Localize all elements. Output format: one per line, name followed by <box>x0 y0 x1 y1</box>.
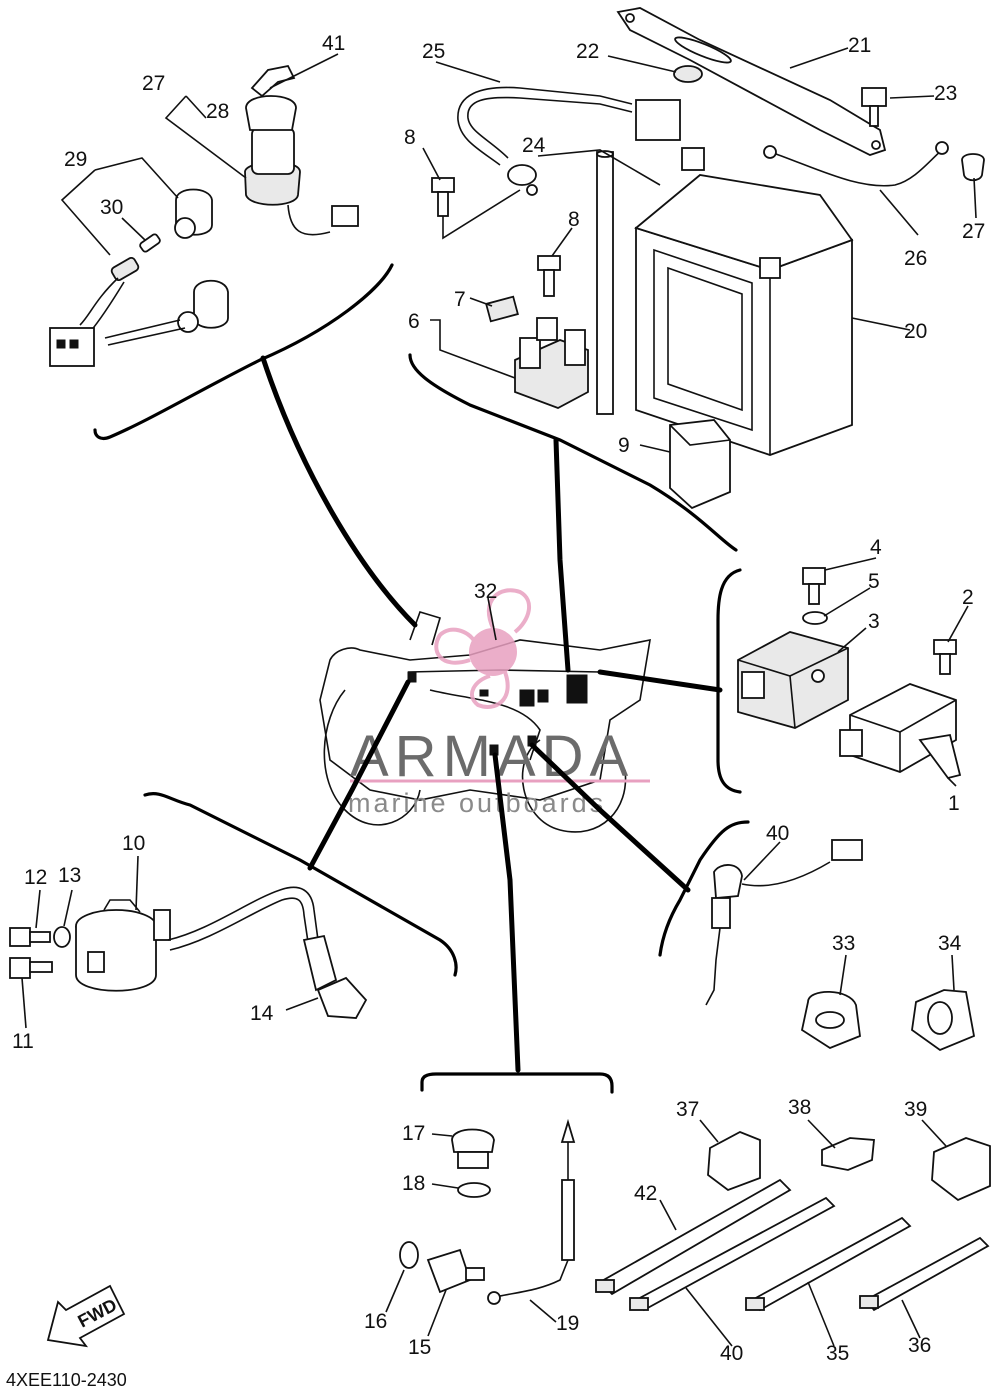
callout-3: 3 <box>868 610 880 633</box>
watermark: ARMADA marine outboards <box>348 588 650 818</box>
clamp-38 <box>821 1137 875 1171</box>
watermark-tagline: marine outboards <box>348 788 606 818</box>
callout-21: 21 <box>848 34 871 57</box>
callout-36: 36 <box>908 1334 931 1357</box>
callout-2: 2 <box>962 586 974 609</box>
callout-28: 27 <box>142 72 165 95</box>
washer-13 <box>53 926 71 948</box>
callout-31: 30 <box>100 196 123 219</box>
washer-16 <box>399 1241 419 1269</box>
callout-42: 42 <box>634 1182 657 1205</box>
callout-4: 4 <box>870 536 882 559</box>
bolt-11 <box>9 957 53 979</box>
neutral-switch-41 <box>705 839 863 1006</box>
thermo-switch-17 <box>451 1128 495 1169</box>
cap-27 <box>961 153 985 182</box>
callout-26: 26 <box>904 247 927 270</box>
callout-37: 37 <box>676 1098 699 1121</box>
callout-19: 19 <box>556 1312 579 1335</box>
callout-17: 17 <box>402 1122 425 1145</box>
cdi-unit <box>839 683 962 780</box>
switch-lead-assembly <box>49 188 229 367</box>
positive-lead-25 <box>457 86 681 196</box>
diagram-code: 4XEE110-2430 <box>6 1370 127 1390</box>
o-ring-18 <box>457 1182 491 1198</box>
cable-tie-42 <box>595 1178 792 1296</box>
callout-10: 10 <box>122 832 145 855</box>
ignition-coil <box>75 886 368 1019</box>
callout-33: 33 <box>832 932 855 955</box>
bolt-8a <box>431 177 521 240</box>
callout-43: 41 <box>322 32 345 55</box>
callout-34: 34 <box>938 932 962 955</box>
callout-12: 12 <box>24 866 47 889</box>
callout-6: 6 <box>408 310 420 333</box>
callout-13: 13 <box>58 864 81 887</box>
group-leaders <box>260 355 723 1073</box>
callout-32: 32 <box>474 580 497 603</box>
cable-tie-36 <box>859 1236 990 1312</box>
battery <box>634 147 854 456</box>
callout-25: 25 <box>422 40 445 63</box>
callout-15: 15 <box>408 1336 431 1359</box>
callout-5: 5 <box>868 570 880 593</box>
clamp-39 <box>931 1137 991 1202</box>
group-brackets <box>93 263 750 1094</box>
callout-1: 1 <box>948 792 960 815</box>
bolt-2 <box>933 639 957 675</box>
callout-39: 39 <box>904 1098 927 1121</box>
clamp-34 <box>911 989 976 1052</box>
rectifier-regulator <box>737 631 849 729</box>
callout-8b: 8 <box>568 208 580 231</box>
callout-20: 20 <box>904 320 927 343</box>
callout-40: 40 <box>720 1342 743 1365</box>
battery-cover-cap <box>673 65 703 83</box>
oil-switch-15 <box>426 1248 485 1294</box>
callout-16: 16 <box>364 1310 387 1333</box>
callout-38: 38 <box>788 1096 811 1119</box>
cable-tie-35 <box>745 1216 912 1312</box>
battery-band <box>616 7 887 156</box>
callout-9: 9 <box>618 434 630 457</box>
lead-19 <box>487 1118 576 1305</box>
callout-leaders <box>21 47 977 1347</box>
callout-14: 14 <box>250 1002 274 1025</box>
clamp-33 <box>800 990 861 1050</box>
callout-7: 7 <box>454 288 466 311</box>
tube-24 <box>596 150 614 415</box>
clamp-37 <box>707 1131 761 1192</box>
callout-labels: 41 27 28 29 30 25 22 21 23 24 8 8 7 6 9 … <box>12 32 985 1365</box>
bolt-8b <box>537 255 561 297</box>
callout-29: 28 <box>206 100 229 123</box>
callout-23: 23 <box>934 82 957 105</box>
fuse-7 <box>485 295 519 323</box>
negative-lead-26 <box>763 141 949 187</box>
callout-41: 40 <box>766 822 789 845</box>
cable-tie-40 <box>629 1196 836 1312</box>
bolt-23 <box>861 87 887 127</box>
callout-11: 11 <box>12 1030 34 1053</box>
starter-relay <box>514 317 589 409</box>
main-switch-assembly <box>244 64 359 236</box>
propeller-logo <box>434 588 531 709</box>
washer-5 <box>802 611 828 625</box>
callout-22: 22 <box>576 40 599 63</box>
relay-9 <box>669 419 731 510</box>
callout-30: 29 <box>64 148 87 171</box>
callout-8a: 8 <box>404 126 416 149</box>
bolt-4 <box>802 567 826 605</box>
watermark-brand: ARMADA <box>350 724 634 789</box>
callout-35: 35 <box>826 1342 849 1365</box>
bolt-12 <box>9 927 51 947</box>
callout-18: 18 <box>402 1172 425 1195</box>
callout-27: 27 <box>962 220 985 243</box>
fwd-arrow-icon: FWD <box>46 1284 126 1348</box>
callout-24: 24 <box>522 134 546 157</box>
